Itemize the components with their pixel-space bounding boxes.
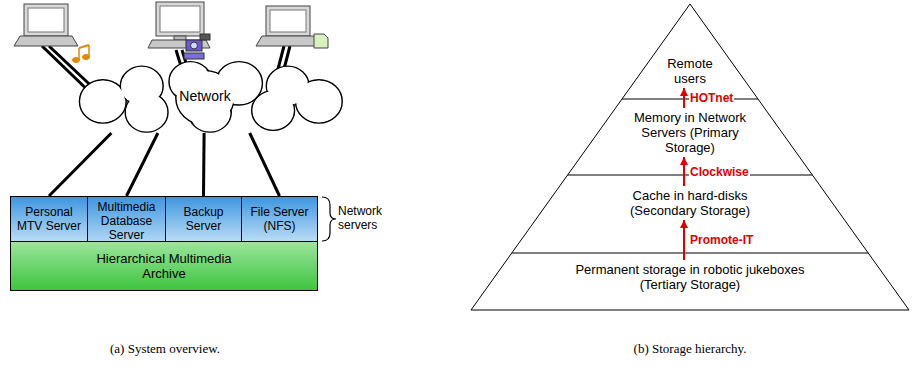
storage-pyramid — [471, 4, 909, 310]
network-link — [127, 133, 158, 196]
group-label: Network servers — [338, 204, 408, 232]
node-text: File Server (NFS) — [244, 205, 315, 233]
server-box: File Server (NFS) — [241, 196, 318, 242]
node-text: Hierarchical Multimedia Archive — [89, 251, 239, 281]
server-box: Backup Server — [165, 196, 242, 242]
laptop-icon — [256, 6, 320, 46]
migration-arrow — [683, 157, 685, 186]
laptop-icon — [14, 4, 78, 46]
edge-label: Clockwise — [689, 165, 750, 178]
node-text: Personal MTV Server — [13, 205, 85, 233]
archive-box: Hierarchical Multimedia Archive — [10, 241, 318, 291]
node-text: Remote users — [660, 56, 720, 86]
node-text: Multimedia Database Server — [90, 200, 163, 242]
storage-level: Permanent storage in robotic jukeboxes (… — [565, 262, 815, 292]
document-icon — [314, 34, 328, 48]
migration-arrow — [683, 220, 685, 260]
storage-level: Memory in Network Servers (Primary Stora… — [634, 110, 746, 155]
network-link — [250, 133, 280, 196]
music-note-icon — [73, 45, 90, 63]
storage-level: Remote users — [660, 56, 720, 86]
network-cloud: Network — [60, 58, 350, 134]
caption: (b) Storage hierarchy. — [634, 342, 747, 356]
node-text: Memory in Network Servers (Primary Stora… — [634, 110, 746, 155]
node-text: Network — [179, 88, 230, 104]
network-link — [202, 133, 206, 196]
bracket — [322, 197, 336, 241]
network-link — [49, 133, 111, 196]
caption: (a) System overview. — [110, 342, 220, 356]
edge-label: HOTnet — [689, 92, 734, 105]
camera-icon — [184, 34, 210, 59]
node-text: Backup Server — [168, 205, 239, 233]
node-text: Permanent storage in robotic jukeboxes (… — [565, 262, 815, 292]
migration-arrow — [683, 88, 685, 108]
storage-level: Cache in hard-disks (Secondary Storage) — [625, 188, 755, 218]
edge-label: Promote-IT — [689, 234, 754, 247]
server-box: Personal MTV Server — [10, 196, 88, 242]
server-box: Multimedia Database Server — [87, 196, 166, 246]
node-text: Cache in hard-disks (Secondary Storage) — [625, 188, 755, 218]
